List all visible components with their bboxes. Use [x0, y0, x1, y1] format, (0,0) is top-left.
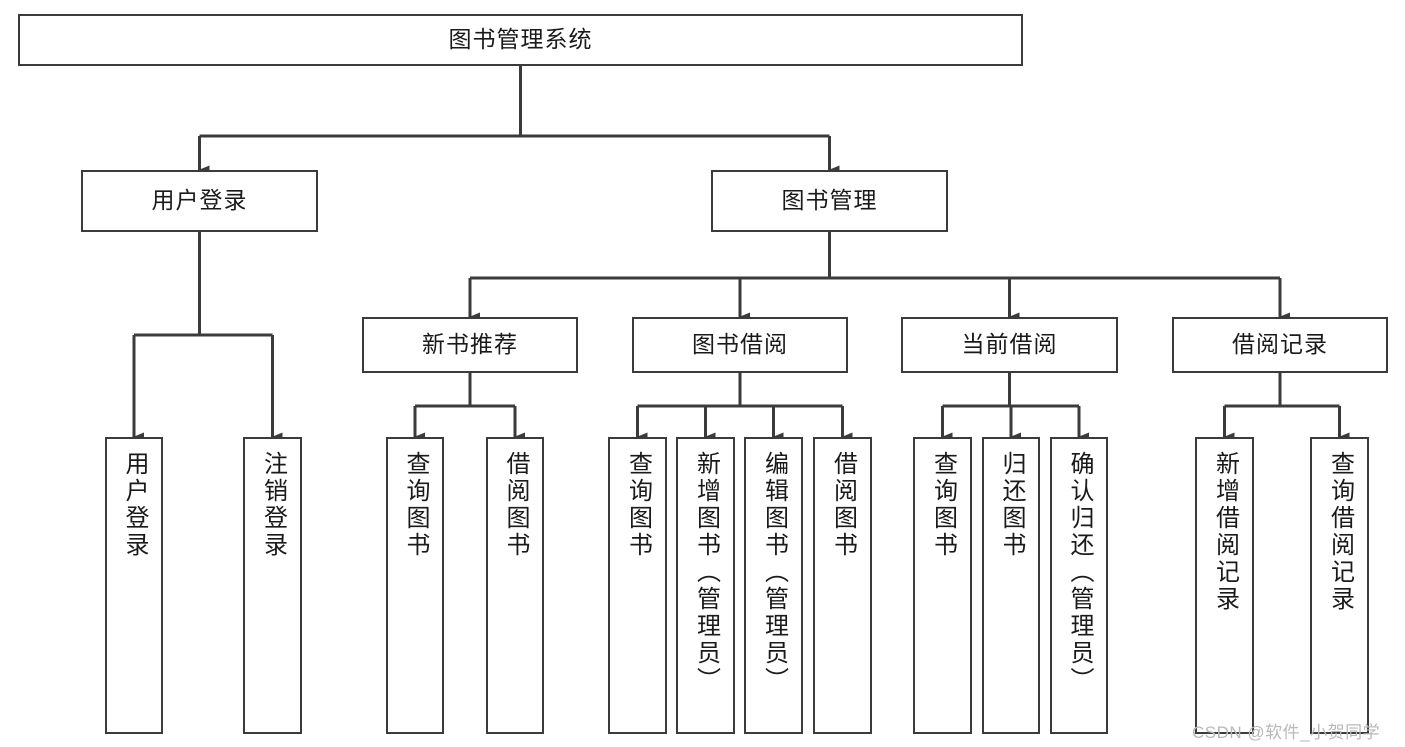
node-borrow-record[interactable]: 借阅记录: [1172, 317, 1388, 373]
node-label-leaf-rec-query: 查询图书: [402, 451, 429, 559]
node-book-manage[interactable]: 图书管理: [711, 170, 948, 232]
node-label-leaf-rec-query2: 查询借阅记录: [1326, 451, 1354, 613]
node-book-borrow[interactable]: 图书借阅: [632, 317, 848, 373]
node-label-leaf-rec-borrow: 借阅图书: [502, 451, 529, 559]
node-label-book-borrow: 图书借阅: [692, 331, 788, 358]
node-label-leaf-user-login: 用户登录: [121, 451, 148, 559]
node-label-leaf-borrow-edit: 编辑图书（管理员）: [760, 451, 788, 694]
node-label-root: 图书管理系统: [448, 26, 593, 53]
node-label-book-manage: 图书管理: [781, 187, 878, 214]
node-leaf-borrow-query[interactable]: 查询图书: [608, 437, 667, 734]
node-leaf-borrow-add[interactable]: 新增图书（管理员）: [676, 437, 735, 734]
node-label-leaf-cur-query: 查询图书: [929, 451, 957, 559]
node-label-leaf-cur-return: 归还图书: [998, 451, 1025, 559]
node-root[interactable]: 图书管理系统: [18, 14, 1023, 66]
node-leaf-cur-query[interactable]: 查询图书: [913, 437, 972, 734]
node-label-current-borrow: 当前借阅: [961, 331, 1058, 358]
node-label-new-book-rec: 新书推荐: [422, 331, 518, 358]
node-label-leaf-borrow-add: 新增图书（管理员）: [692, 451, 720, 694]
node-leaf-rec-borrow[interactable]: 借阅图书: [486, 437, 544, 734]
node-label-leaf-cur-confirm: 确认归还（管理员）: [1066, 451, 1093, 694]
node-leaf-cur-return[interactable]: 归还图书: [982, 437, 1040, 734]
node-user-login[interactable]: 用户登录: [81, 170, 318, 232]
node-leaf-rec-add[interactable]: 新增借阅记录: [1195, 437, 1254, 734]
node-label-borrow-record: 借阅记录: [1232, 331, 1328, 358]
node-leaf-rec-query[interactable]: 查询图书: [386, 437, 444, 734]
node-new-book-rec[interactable]: 新书推荐: [362, 317, 578, 373]
node-label-leaf-borrow-lend: 借阅图书: [829, 451, 857, 559]
node-leaf-borrow-lend[interactable]: 借阅图书: [813, 437, 872, 734]
node-label-leaf-rec-add: 新增借阅记录: [1211, 451, 1239, 613]
node-label-leaf-user-logout: 注销登录: [259, 451, 287, 559]
node-label-leaf-borrow-query: 查询图书: [624, 451, 652, 559]
node-leaf-borrow-edit[interactable]: 编辑图书（管理员）: [744, 437, 803, 734]
node-leaf-rec-query2[interactable]: 查询借阅记录: [1310, 437, 1369, 734]
node-current-borrow[interactable]: 当前借阅: [901, 317, 1118, 373]
node-label-user-login: 用户登录: [151, 187, 248, 214]
node-leaf-cur-confirm[interactable]: 确认归还（管理员）: [1050, 437, 1108, 734]
node-leaf-user-login[interactable]: 用户登录: [105, 437, 163, 734]
node-leaf-user-logout[interactable]: 注销登录: [243, 437, 302, 734]
